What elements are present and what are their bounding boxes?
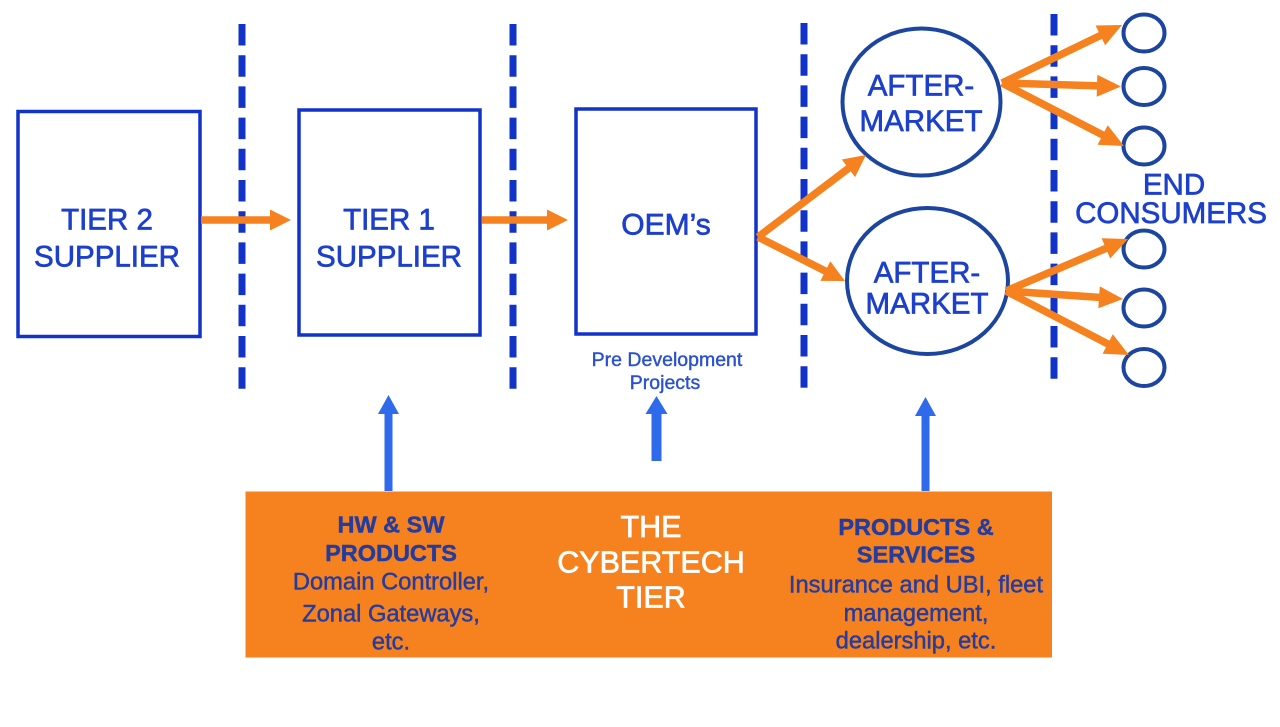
svg-text:Domain Controller,: Domain Controller, — [293, 570, 489, 596]
svg-text:Pre Development: Pre Development — [592, 349, 743, 371]
svg-text:TIER 2: TIER 2 — [61, 204, 153, 237]
svg-text:AFTER-: AFTER- — [868, 70, 975, 103]
svg-text:HW & SW: HW & SW — [337, 511, 445, 537]
svg-text:TIER: TIER — [616, 581, 685, 615]
svg-text:Insurance and UBI, fleet: Insurance and UBI, fleet — [789, 573, 1044, 599]
svg-text:SUPPLIER: SUPPLIER — [316, 241, 462, 274]
svg-text:CYBERTECH: CYBERTECH — [557, 546, 745, 580]
svg-text:TIER 1: TIER 1 — [343, 204, 435, 237]
svg-text:Zonal Gateways,: Zonal Gateways, — [302, 602, 480, 628]
svg-text:etc.: etc. — [372, 630, 410, 656]
svg-text:MARKET: MARKET — [860, 105, 983, 138]
svg-text:AFTER-: AFTER- — [874, 257, 981, 290]
svg-text:CONSUMERS: CONSUMERS — [1075, 197, 1267, 230]
svg-text:END: END — [1143, 169, 1205, 202]
svg-text:Projects: Projects — [630, 372, 701, 394]
svg-text:SUPPLIER: SUPPLIER — [34, 241, 180, 274]
svg-text:PRODUCTS: PRODUCTS — [325, 540, 457, 566]
svg-text:THE: THE — [621, 510, 682, 544]
svg-text:MARKET: MARKET — [866, 288, 989, 321]
svg-text:dealership, etc.: dealership, etc. — [836, 629, 997, 655]
svg-text:management,: management, — [844, 601, 989, 627]
svg-text:OEM’s: OEM’s — [621, 209, 710, 242]
svg-text:PRODUCTS &: PRODUCTS & — [838, 514, 993, 540]
svg-text:SERVICES: SERVICES — [857, 541, 975, 567]
